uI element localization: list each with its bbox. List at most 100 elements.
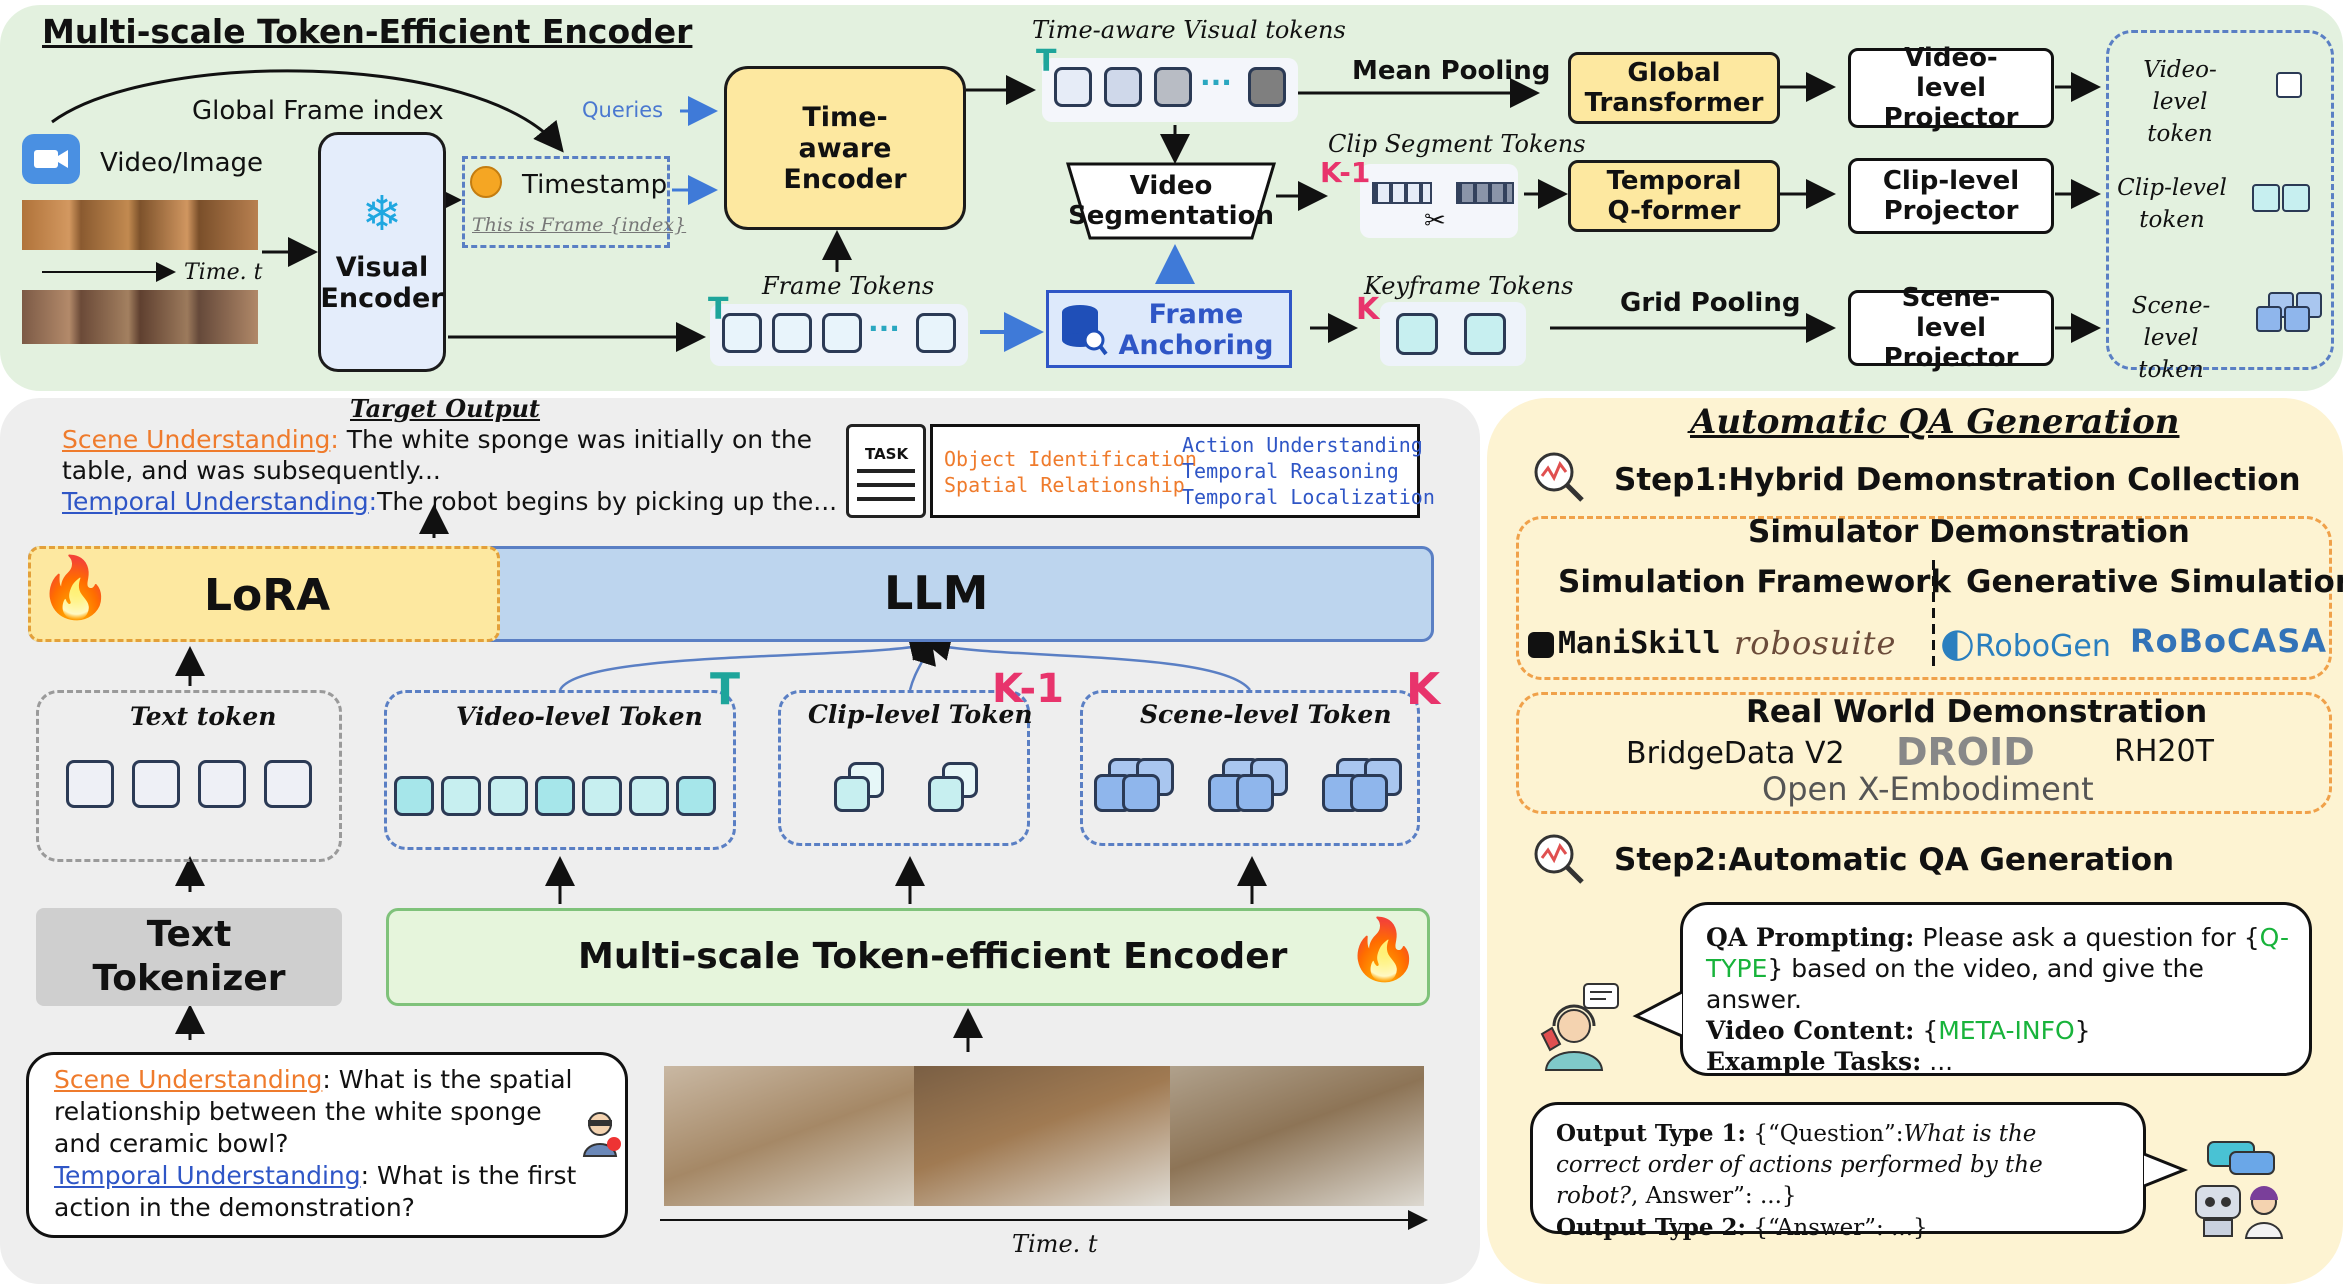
scene-level-token-title: Scene-level Token — [1140, 700, 1392, 729]
grid-pooling-label: Grid Pooling — [1620, 288, 1801, 318]
text-token — [66, 760, 114, 808]
target-output-label: Target Output — [350, 394, 541, 423]
lora-box — [28, 546, 500, 642]
user-avatar-icon — [582, 1110, 622, 1158]
temporal-output-text: The robot begins by picking up the... — [377, 487, 838, 516]
droid-logo: DROID — [1896, 730, 2035, 774]
llm-label: LLM — [884, 566, 989, 620]
frame-tokens-label: Frame Tokens — [762, 272, 935, 300]
output-type-bubble — [1530, 1102, 2146, 1234]
visual-encoder-label: Visual Encoder — [320, 252, 444, 314]
magnifier-chart-icon — [1530, 448, 1586, 504]
text-token-label: Text token — [130, 702, 277, 731]
k-minus-1-icon: K-1 — [1320, 156, 1371, 189]
frame-token — [722, 313, 762, 353]
k-minus-1-icon: K-1 — [992, 666, 1064, 712]
frame-token — [822, 313, 862, 353]
video-frames-bottom — [22, 290, 258, 344]
visual-token — [1104, 67, 1142, 107]
fire-icon: 🔥 — [1346, 915, 1421, 985]
real-world-label: Real World Demonstration — [1746, 694, 2208, 730]
question-box — [26, 1052, 628, 1238]
mean-pooling-label: Mean Pooling — [1352, 56, 1551, 86]
frame-anchoring-label: Frame Anchoring — [1118, 299, 1274, 361]
clip-token-strip-right — [1456, 182, 1514, 204]
video-level-projector-box: Video-level Projector — [1848, 43, 2054, 133]
video-level-token — [676, 776, 716, 816]
clip-level-token-label: Clip-level token — [2117, 175, 2227, 233]
clip-level-token-group — [778, 690, 1030, 846]
frame-token — [772, 313, 812, 353]
video-level-token — [488, 776, 528, 816]
text-token — [264, 760, 312, 808]
temporal-question: What is the first action in the demonstr… — [54, 1161, 577, 1222]
clip-level-token — [928, 776, 964, 812]
scene-level-token-square — [2284, 306, 2310, 332]
k-letter-icon: K — [1406, 664, 1441, 715]
temporal-qformer-box: Temporal Q-former — [1568, 160, 1780, 232]
token-ellipsis: ··· — [868, 312, 900, 345]
lora-label: LoRA — [204, 570, 331, 621]
scene-level-token-square — [2256, 306, 2282, 332]
qa-prompt-text: QA Prompting: Please ask a question for … — [1706, 923, 2290, 1076]
scene-understanding-q-tag: Scene Understanding — [54, 1065, 323, 1094]
qa-prompt-bubble — [1680, 902, 2312, 1076]
time-aware-encoder-box: Time-aware Encoder — [724, 66, 966, 230]
mste-box — [386, 908, 1430, 1006]
global-transformer-box: Global Transformer — [1568, 52, 1780, 124]
real-world-demo-box — [1516, 692, 2332, 814]
question-text: Scene Understanding: What is the spatial… — [54, 1065, 577, 1222]
clip-level-token — [834, 776, 870, 812]
keyframe-token — [1464, 313, 1506, 355]
fire-icon: 🔥 — [38, 553, 113, 623]
scene-understanding-tag: Scene Understanding — [62, 425, 331, 454]
scene-level-projector-box: Scene-level Projector — [1848, 283, 2054, 373]
simulator-demo-label: Simulator Demonstration — [1748, 514, 2190, 550]
clip-level-token-square — [2252, 184, 2280, 212]
gen-sim-label: Generative Simulation — [1966, 564, 2343, 600]
text-token — [132, 760, 180, 808]
robot-frame-2 — [914, 1066, 1170, 1206]
step1-label: Step1:Hybrid Demonstration Collection — [1614, 462, 2301, 498]
clip-segment-tokens-label: Clip Segment Tokens — [1328, 130, 1586, 158]
video-level-token-group — [384, 690, 736, 850]
scene-level-token — [1122, 774, 1160, 812]
robocasa-logo: RoBoCASA — [2130, 622, 2328, 660]
robot-frame-1 — [664, 1066, 914, 1206]
text-token — [198, 760, 246, 808]
keyframe-tokens-label: Keyframe Tokens — [1364, 272, 1574, 300]
task-types-left: Object Identification Spatial Relationsh… — [944, 447, 1197, 497]
timestamp-box — [462, 156, 670, 248]
task-list-icon: TASK — [846, 424, 926, 518]
token-ellipsis: ··· — [1200, 66, 1232, 99]
robot-human-chat-icon — [2190, 1140, 2290, 1240]
global-frame-index-label: Global Frame index — [192, 96, 444, 126]
sim-framework-label: Simulation Framework — [1558, 564, 1952, 600]
t-letter-icon: T — [1036, 44, 1057, 79]
task-types-box — [930, 424, 1420, 518]
video-level-token — [535, 776, 575, 816]
clip-level-token-title: Clip-level Token — [808, 700, 1033, 729]
video-segmentation-label: Video Segmentation — [1068, 171, 1274, 231]
oxe-logo: Open X-Embodiment — [1762, 770, 2094, 808]
maniskill-logo: ManiSkill — [1528, 626, 1721, 661]
video-level-token-square — [2276, 72, 2302, 98]
time-aware-visual-tokens-label: Time-aware Visual tokens — [1032, 16, 1346, 44]
scene-output-text: The white sponge was initially on the ta… — [62, 425, 813, 485]
robosuite-logo: robosuite — [1734, 624, 1897, 662]
video-level-token-title: Video-level Token — [456, 702, 703, 731]
robogen-logo: ◐RoboGen — [1940, 620, 2111, 666]
video-image-label: Video/Image — [100, 148, 264, 178]
scene-level-token-label: Scene-level token — [2131, 293, 2211, 383]
scene-question: What is the spatial relationship between… — [54, 1065, 573, 1158]
t-letter-icon: T — [710, 664, 741, 715]
bubble-tail — [2143, 1152, 2189, 1188]
video-level-token — [582, 776, 622, 816]
bridgedata-logo: BridgeData V2 — [1626, 736, 1845, 771]
video-camera-icon — [22, 134, 80, 184]
time-t-bottom-label: Time. t — [1012, 1230, 1098, 1258]
k-letter-icon: K — [1356, 292, 1380, 327]
scissors-icon: ✂ — [1424, 206, 1446, 236]
video-segmentation-box — [1065, 162, 1277, 240]
